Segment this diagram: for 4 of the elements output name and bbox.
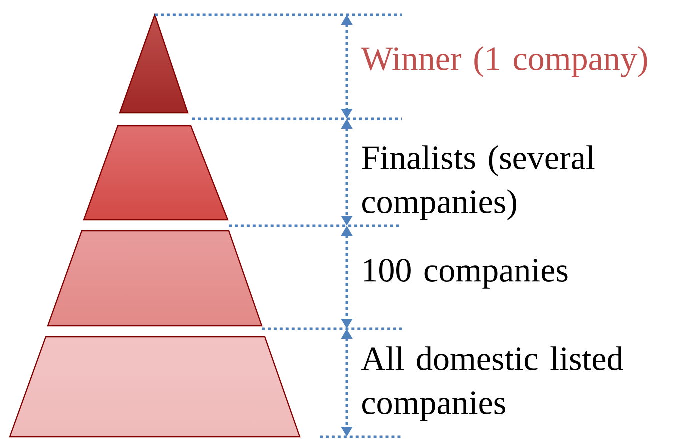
label-text: Winner (1 company) <box>361 46 648 78</box>
label-text: Finalists (several companies) <box>362 146 595 220</box>
label-text: All domestic listed companies <box>362 346 624 422</box>
label-text: 100 companies <box>364 259 568 289</box>
